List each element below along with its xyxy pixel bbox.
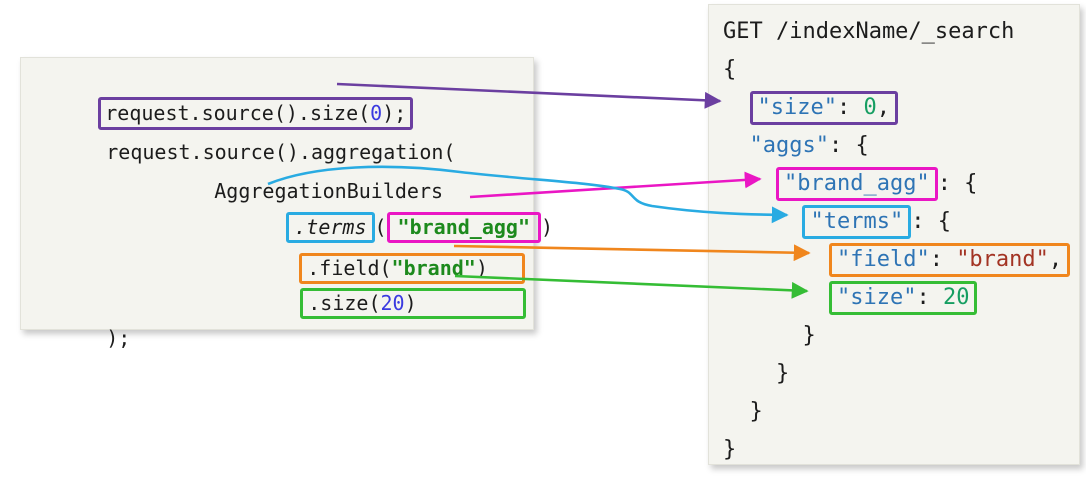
dsl-lines: GET /indexName/_search { "size": 0, "agg… — [709, 13, 1079, 469]
code-text: ) — [541, 215, 554, 239]
json-number: 0 — [863, 95, 877, 120]
dsl-aggs-line: "aggs": { — [709, 127, 1079, 165]
java-number: 20 — [380, 291, 405, 315]
java-line-aggregation: request.source().aggregation( — [34, 110, 455, 194]
code-text: } — [749, 399, 763, 424]
dsl-terms-line: "terms" : { — [709, 203, 1079, 241]
dsl-open-brace: { — [709, 51, 1079, 89]
code-indent — [723, 209, 802, 234]
code-text: } — [723, 437, 737, 462]
dsl-close-brace-2: } — [709, 355, 1079, 393]
code-text: : — [916, 285, 943, 310]
java-line-size: request.source().size(0); — [26, 69, 414, 158]
code-text: .terms — [294, 215, 367, 239]
java-line-size20: .size(20) — [228, 260, 527, 347]
code-text: , — [876, 95, 890, 120]
dsl-close-brace-4: } — [709, 431, 1079, 469]
code-text: GET /indexName/_search — [723, 19, 1015, 44]
dsl-brand-agg-highlight-box: "brand_agg" — [775, 167, 938, 201]
code-indent — [723, 95, 750, 120]
code-text: : — [828, 133, 856, 158]
code-indent — [723, 399, 750, 424]
code-text: { — [855, 133, 869, 158]
code-text: ); — [382, 101, 407, 125]
java-line-close: ); — [34, 296, 130, 380]
dsl-query-panel: GET /indexName/_search { "size": 0, "agg… — [708, 4, 1080, 465]
code-indent — [723, 285, 829, 310]
json-key: "size" — [757, 95, 837, 120]
code-text: } — [802, 323, 816, 348]
dsl-close-brace-3: } — [709, 393, 1079, 431]
code-text: ); — [106, 326, 131, 350]
dsl-field-line: "field": "brand", — [709, 241, 1079, 279]
dsl-size20-line: "size": 20 — [709, 279, 1079, 317]
code-text: } — [775, 361, 790, 386]
code-text: : { — [911, 209, 951, 234]
code-text: : — [836, 95, 864, 120]
code-text: ) — [475, 256, 488, 280]
dsl-size-highlight-box: "size": 0, — [749, 91, 898, 125]
code-indent — [723, 133, 750, 158]
code-text: : — [929, 247, 957, 272]
code-indent — [723, 323, 802, 348]
json-number: 20 — [942, 285, 970, 310]
json-key: "size" — [836, 285, 917, 310]
code-text: request.source().aggregation( — [106, 140, 456, 164]
code-text: , — [1048, 247, 1063, 272]
java-size-highlight-box: request.source().size(0); — [98, 97, 414, 130]
dsl-size-line: "size": 0, — [709, 89, 1079, 127]
code-text: ) — [404, 291, 417, 315]
java-line-field: .field("brand") — [227, 225, 526, 312]
code-indent — [723, 247, 829, 272]
code-text: { — [723, 57, 737, 82]
code-text: .field( — [307, 256, 392, 280]
java-number: 0 — [370, 101, 383, 125]
dsl-field-highlight-box: "field": "brand", — [828, 243, 1071, 277]
code-text: request.source().size( — [105, 101, 371, 125]
json-key: "brand_agg" — [783, 171, 930, 196]
code-text: : { — [937, 171, 978, 196]
code-text: ( — [374, 215, 387, 239]
code-text: .size( — [308, 291, 381, 315]
java-size20-highlight-box: .size(20) — [300, 288, 527, 319]
json-key: "aggs" — [749, 133, 829, 158]
json-string: "brand" — [956, 247, 1049, 272]
dsl-close-brace-1: } — [709, 317, 1079, 355]
java-string: "brand_agg" — [397, 215, 530, 239]
code-indent — [723, 171, 776, 196]
dsl-brand-agg-line: "brand_agg" : { — [709, 165, 1079, 203]
java-code-panel: request.source().size(0); request.source… — [20, 57, 553, 350]
code-indent — [723, 361, 776, 386]
dsl-terms-highlight-box: "terms" — [802, 205, 912, 239]
dsl-request-line: GET /indexName/_search — [709, 13, 1079, 51]
json-key: "field" — [836, 247, 930, 272]
dsl-size20-highlight-box: "size": 20 — [828, 281, 978, 315]
java-field-highlight-box: .field("brand") — [299, 253, 526, 284]
json-key: "terms" — [810, 209, 904, 234]
